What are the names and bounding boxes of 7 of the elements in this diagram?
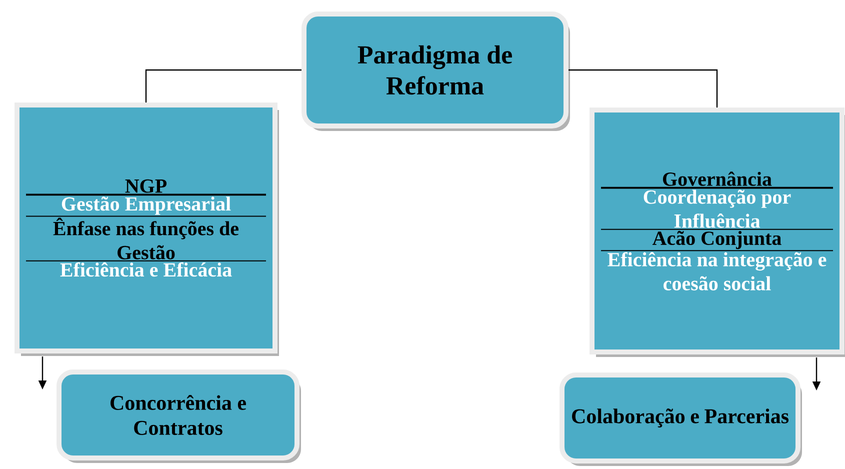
connector [145,69,302,102]
text-panel: Governância Coordenação por Influência Acão Conjunta Eficiência na integração e coesão social [590,108,845,357]
concept-box: Concorrência e Contratos [56,370,301,463]
concept-box: Paradigma de Reforma [302,12,570,131]
text-panel: NGP Gestão Empresarial Ênfase nas funções de Gestão Eficiência e Eficácia [14,102,279,356]
concept-box: Colaboração e Parcerias [560,372,802,466]
connector [568,69,718,108]
